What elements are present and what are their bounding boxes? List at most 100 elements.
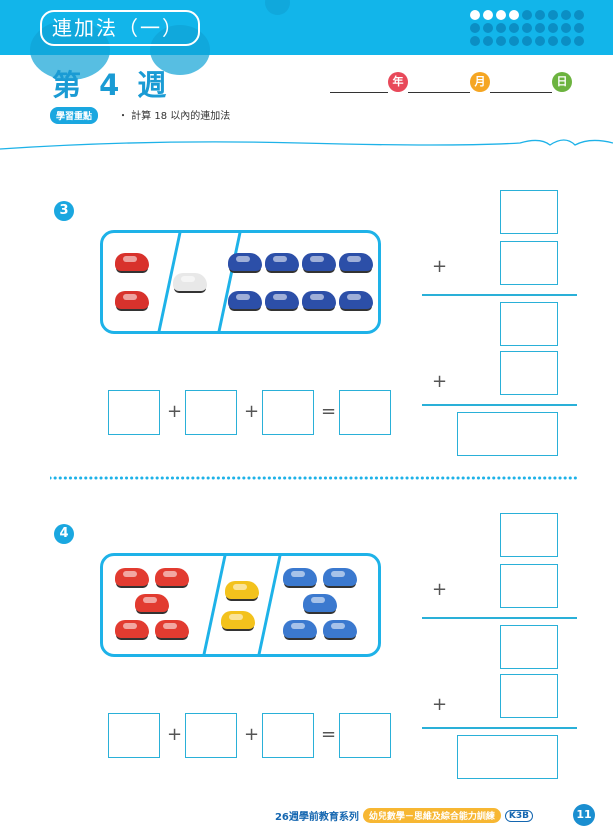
dot [496,36,506,46]
plus-sign: + [432,579,448,600]
vertical-answer-box[interactable] [500,351,558,395]
dot [483,36,493,46]
dot [509,23,519,33]
answer-box[interactable] [339,390,391,435]
plus-sign: + [167,401,183,422]
race-car [323,568,357,586]
dot [470,10,480,20]
sum-line [422,617,577,619]
week-title: 第 4 週 [52,68,171,102]
vertical-answer-box[interactable] [500,241,558,285]
race-car [135,594,169,612]
exercise-number: 4 [54,524,74,544]
vertical-answer-box[interactable] [500,513,558,557]
vertical-answer-box[interactable] [500,302,558,346]
dot [561,36,571,46]
race-car [323,620,357,638]
picture-box [100,553,381,657]
dot [509,36,519,46]
year-line[interactable] [330,92,388,93]
dot [522,10,532,20]
answer-box[interactable] [185,390,237,435]
month-line[interactable] [408,92,470,93]
dot [561,10,571,20]
series-name: 26週學前教育系列 [274,812,359,823]
toy-car [302,291,336,309]
dot [535,10,545,20]
dot [509,10,519,20]
toy-car [302,253,336,271]
answer-box[interactable] [185,713,237,758]
vertical-answer-box[interactable] [500,674,558,718]
toy-car [265,253,299,271]
vertical-answer-box[interactable] [500,190,558,234]
group-separator [202,556,227,654]
sum-line [422,294,577,296]
equals-sign: = [321,724,337,745]
dot [574,10,584,20]
answer-box[interactable] [108,390,160,435]
year-label: 年 [388,72,408,92]
toy-car [228,253,262,271]
decorative-blob [30,20,110,80]
dotted-divider [50,476,580,480]
lesson-title: 連加法（一） [40,10,200,46]
dot [470,23,480,33]
race-car [115,620,149,638]
exercise-number: 3 [54,201,74,221]
dot [496,10,506,20]
dot [483,10,493,20]
dot [522,36,532,46]
page-number: 11 [573,804,595,826]
focus-text: ・ 計算 18 以內的連加法 [118,111,231,122]
toy-car [173,273,207,291]
toy-car [228,291,262,309]
month-label: 月 [470,72,490,92]
dot [535,23,545,33]
level-badge: K3B [504,809,533,822]
answer-box[interactable] [339,713,391,758]
subject-pill: 幼兒數學－思維及綜合能力訓練 [362,808,501,823]
plus-sign: + [432,371,448,392]
answer-box[interactable] [108,713,160,758]
dot [483,23,493,33]
dot [470,36,480,46]
sum-answer-box[interactable] [457,735,558,779]
header-band: 連加法（一） [0,0,613,80]
toy-car [265,291,299,309]
plus-sign: + [167,724,183,745]
race-car [155,568,189,586]
decorative-blob [150,25,210,75]
plus-sign: + [244,724,260,745]
dot [574,23,584,33]
sum-line [422,727,577,729]
plus-sign: + [432,256,448,277]
day-line[interactable] [490,92,552,93]
decorative-dots [470,10,590,46]
toy-car [339,291,373,309]
dot [522,23,532,33]
toy-car [339,253,373,271]
race-car [221,611,255,629]
sum-answer-box[interactable] [457,412,558,456]
day-label: 日 [552,72,572,92]
race-car [225,581,259,599]
vertical-answer-box[interactable] [500,564,558,608]
vertical-answer-box[interactable] [500,625,558,669]
footer: 26週學前教育系列 幼兒數學－思維及綜合能力訓練 K3B [275,808,533,823]
dot [548,36,558,46]
answer-box[interactable] [262,390,314,435]
decorative-blob [265,0,290,15]
group-separator [217,233,242,331]
wavy-divider [0,139,613,150]
picture-box [100,230,381,334]
race-car [303,594,337,612]
toy-car [115,291,149,309]
equals-sign: = [321,401,337,422]
plus-sign: + [432,694,448,715]
dot [548,23,558,33]
toy-car [115,253,149,271]
focus-badge: 學習重點 [50,107,99,124]
dot [535,36,545,46]
answer-box[interactable] [262,713,314,758]
